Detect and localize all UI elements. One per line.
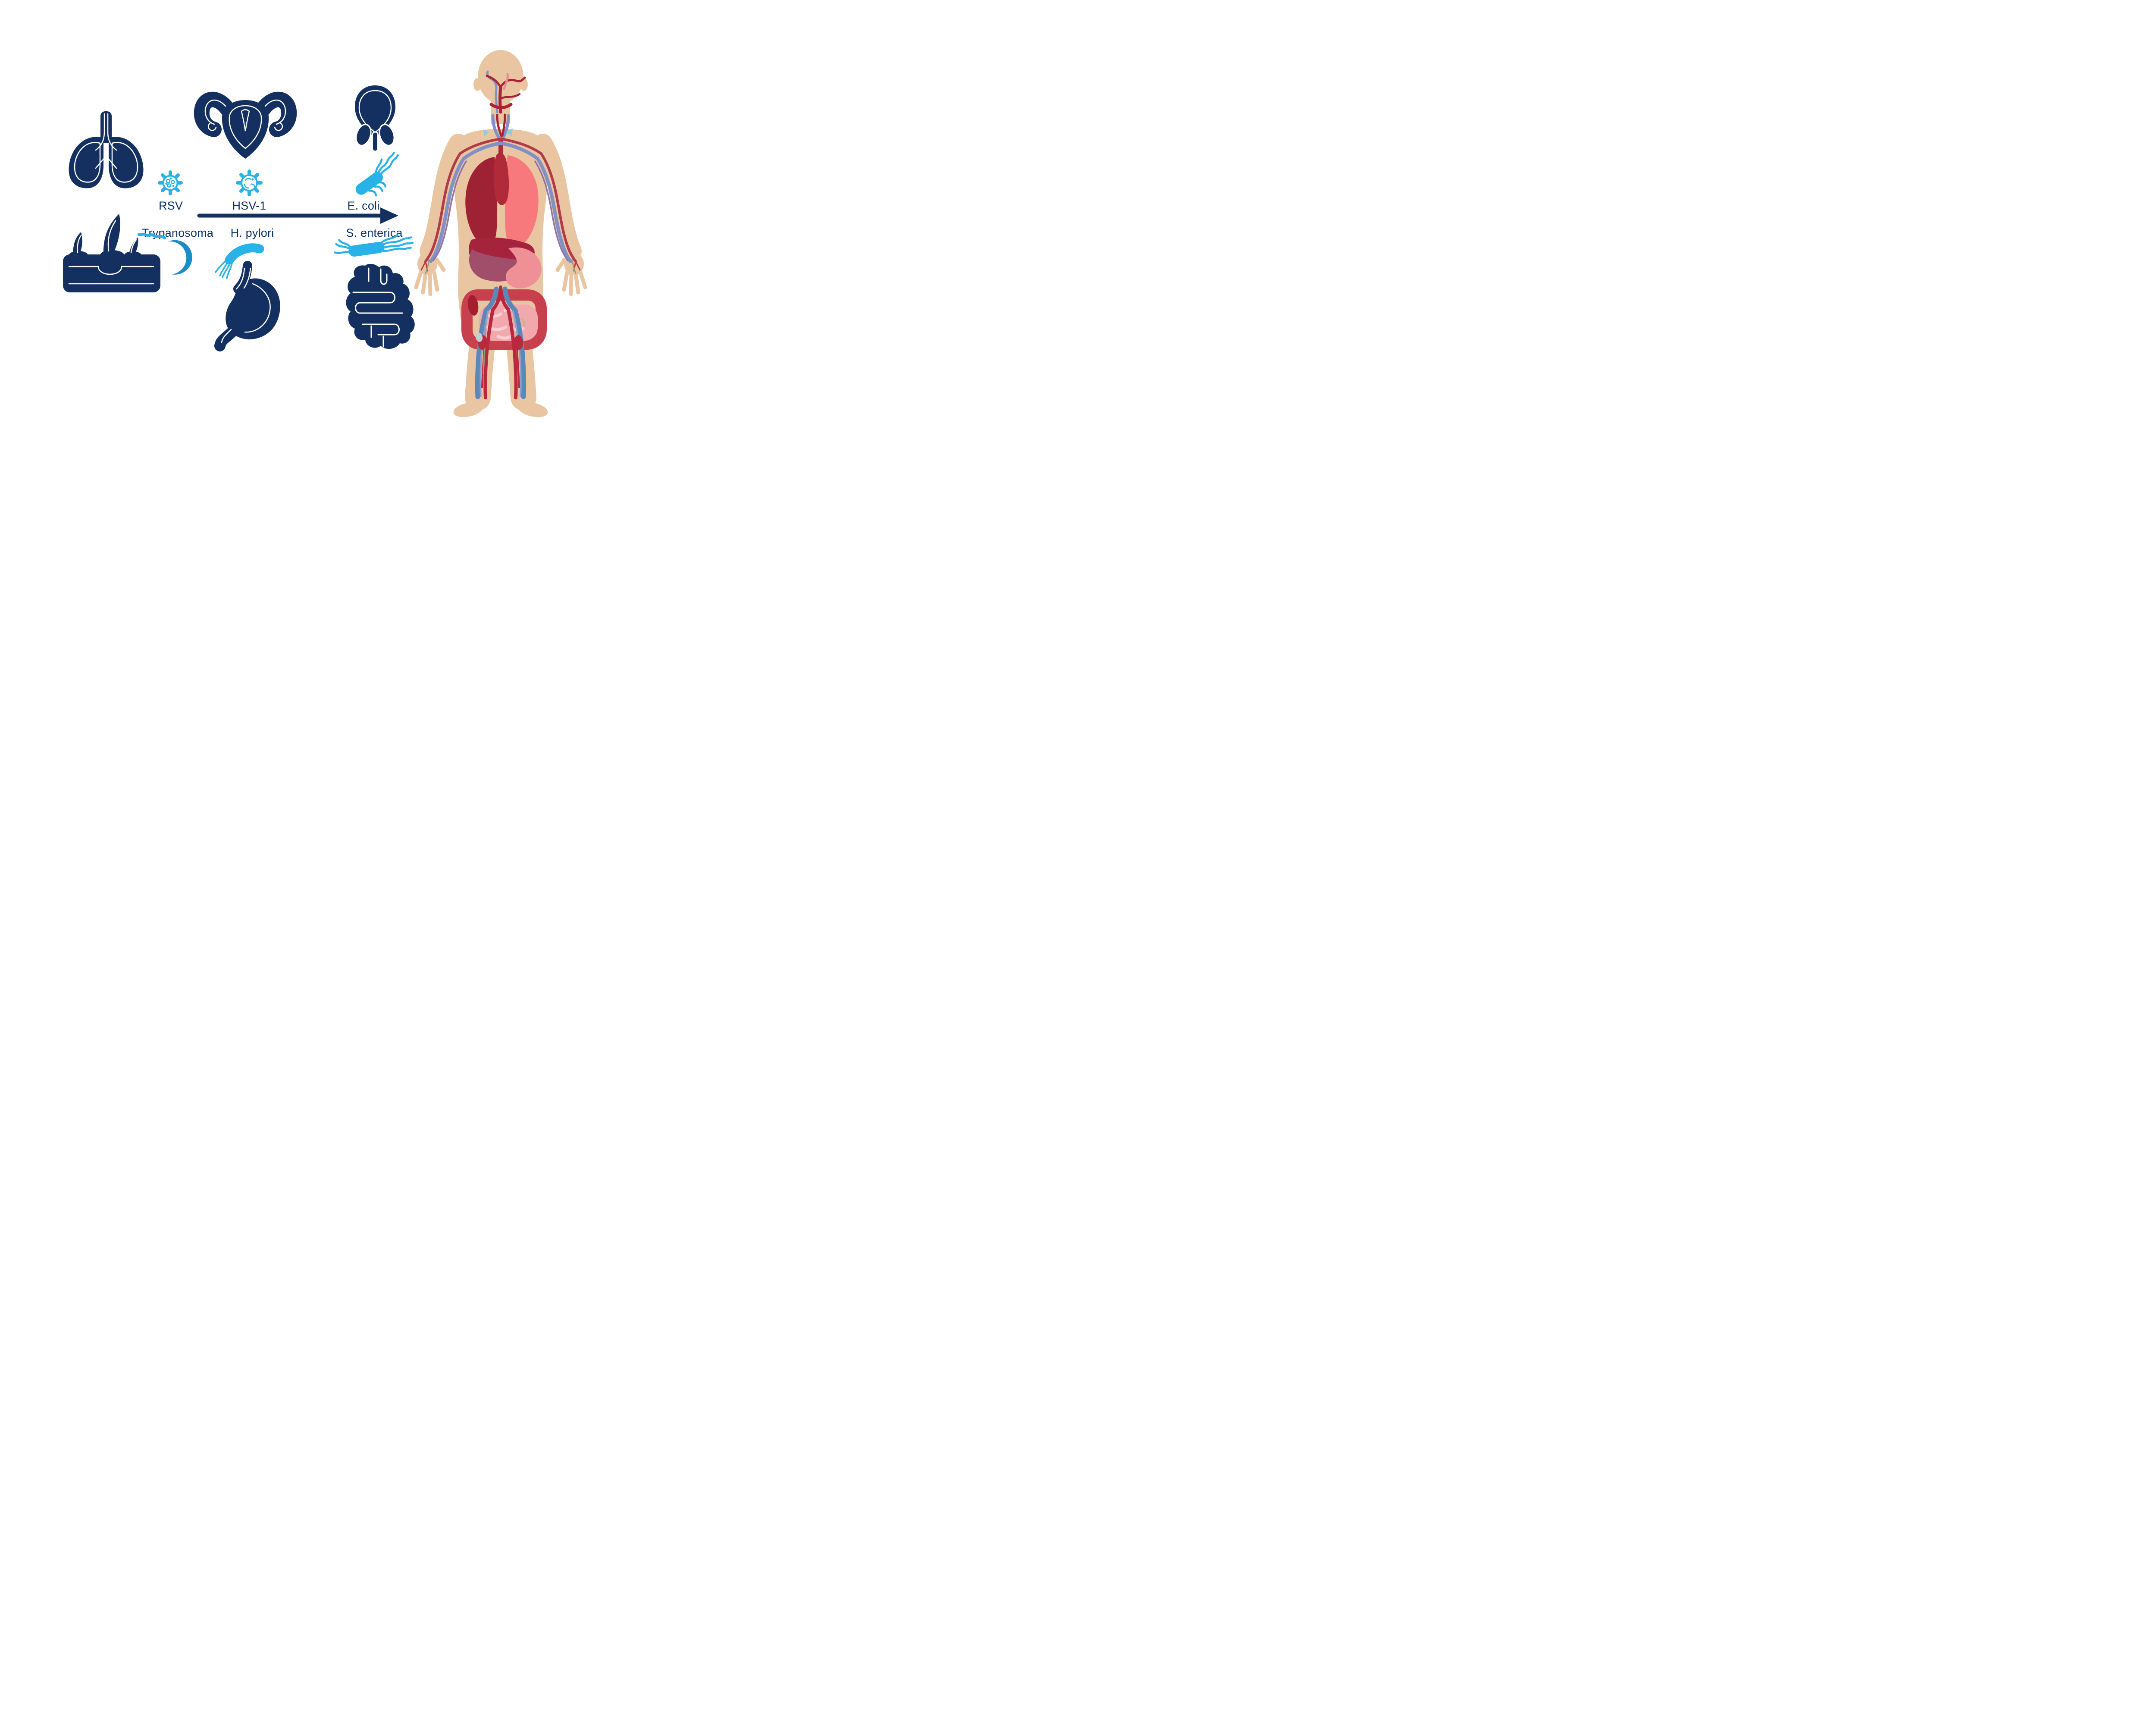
ecoli-label: E. coli <box>348 199 380 212</box>
heart-aorta <box>493 153 509 205</box>
human-anatomy-figure <box>414 50 587 417</box>
right-foot <box>518 402 548 417</box>
skin-detail-lines <box>68 220 154 285</box>
intestines-icon <box>346 263 415 349</box>
flagellated-bacterium-icon <box>334 234 414 257</box>
virus-icon <box>236 169 263 196</box>
skin-hair-follicle-icon <box>63 214 160 292</box>
neck-highlight <box>483 129 489 136</box>
right-arm <box>533 134 582 260</box>
intestines-detail-lines <box>352 267 403 348</box>
hpylori-label: H. pylori <box>231 226 274 239</box>
virus-inner-arcs <box>244 178 256 189</box>
arm-vessels <box>420 138 581 274</box>
lungs-icon <box>69 111 144 188</box>
head-vessels <box>486 70 526 114</box>
trypanosome-flagellum <box>137 232 166 240</box>
lungs-detail-lines <box>74 113 138 183</box>
curved-bacterium-icon <box>215 243 264 279</box>
left-arm <box>420 134 468 260</box>
hsv1-label: HSV-1 <box>232 199 266 212</box>
head <box>478 50 523 104</box>
fingers <box>414 257 587 296</box>
bladder-prostate-icon <box>355 85 395 152</box>
stomach-icon <box>214 261 280 351</box>
rsv-label: RSV <box>159 199 183 212</box>
right-knee-vessel <box>514 335 523 350</box>
colon-shadow <box>467 295 479 316</box>
stomach-organ <box>506 247 542 289</box>
left-foot <box>453 402 483 417</box>
uterus-icon <box>194 91 297 159</box>
uterus-detail-lines <box>204 99 286 149</box>
neck-vessels <box>491 113 510 141</box>
virus-inner-dots <box>165 177 175 188</box>
infographic-canvas: RSV HSV-1 E. coli Trypanosoma H. pylori … <box>0 0 640 431</box>
lung-right <box>505 155 539 247</box>
bacterium-flagella <box>215 258 233 279</box>
trypanosoma-label: Trypanosoma <box>142 226 214 239</box>
lung-left <box>465 157 498 246</box>
trypanosome-icon <box>137 232 192 279</box>
right-arrow-icon <box>197 207 398 224</box>
large-intestine <box>461 289 547 350</box>
stomach-detail-lines <box>221 267 271 343</box>
bacterium-flagella <box>334 234 414 254</box>
neck-highlight <box>506 129 513 136</box>
intestine-beige-detail <box>521 318 526 327</box>
patella <box>475 332 483 342</box>
virus-icon <box>158 170 183 195</box>
flagellated-bacterium-icon <box>355 151 399 197</box>
